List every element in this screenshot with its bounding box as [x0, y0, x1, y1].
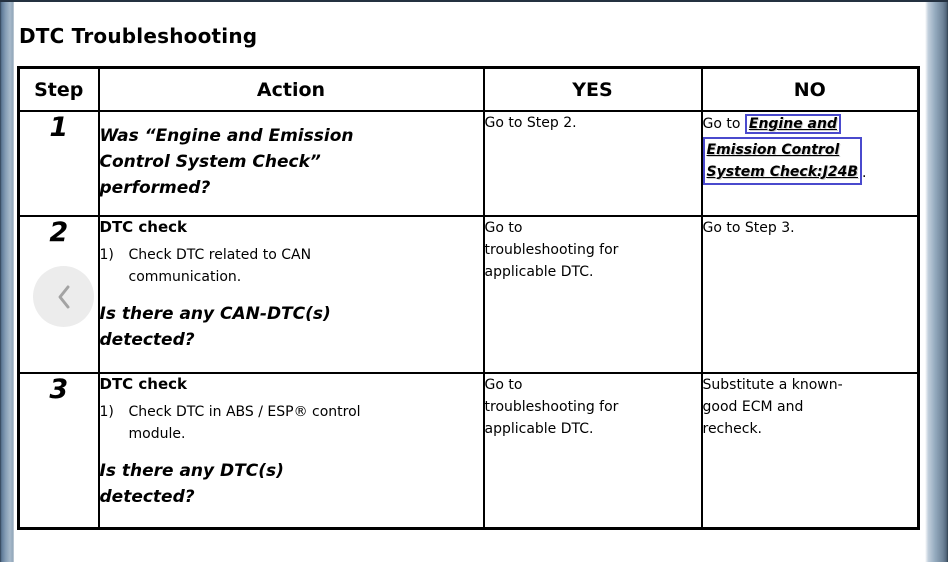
step-cell: 1: [17, 110, 100, 217]
engine-emission-check-link[interactable]: Engine and: [744, 114, 841, 134]
action-question: Is there any DTC(s) detected?: [99, 461, 284, 507]
list-marker: 1): [99, 404, 114, 420]
previous-page-button[interactable]: [33, 266, 94, 327]
left-page-edge-bar: [0, 2, 14, 562]
action-step-item: 1) Check DTC in ABS / ESP® control modul…: [99, 401, 482, 445]
column-header-no: NO: [700, 66, 920, 112]
dtc-troubleshooting-table: Step Action YES NO 1 Was “Engine and Emi…: [17, 66, 920, 530]
list-marker: 1): [99, 247, 114, 263]
no-text-prefix: Go to: [702, 116, 745, 132]
action-title: DTC check: [99, 218, 188, 236]
column-header-yes: YES: [482, 66, 703, 112]
action-step-item: 1) Check DTC related to CAN communicatio…: [99, 244, 482, 288]
no-cell: Go to Engine and Emission Control System…: [700, 110, 920, 217]
engine-emission-check-link[interactable]: Emission Control System Check:J24B: [703, 137, 862, 185]
action-cell: DTC check 1) Check DTC related to CAN co…: [97, 215, 485, 374]
table-row: 3 DTC check 1) Check DTC in ABS / ESP® c…: [17, 372, 920, 529]
action-title: DTC check: [99, 375, 188, 393]
action-question: Was “Engine and Emission Control System …: [99, 126, 354, 198]
column-header-step: Step: [17, 66, 100, 112]
yes-cell: Go to Step 2.: [482, 110, 703, 217]
step-cell: 3: [17, 372, 100, 529]
chevron-left-icon: [53, 282, 75, 312]
no-cell: Go to Step 3.: [700, 215, 920, 374]
table-header-row: Step Action YES NO: [17, 66, 920, 112]
action-cell: DTC check 1) Check DTC in ABS / ESP® con…: [97, 372, 485, 529]
right-page-edge-bar: [925, 2, 948, 562]
action-question: Is there any CAN-DTC(s) detected?: [99, 304, 331, 350]
table-row: 1 Was “Engine and Emission Control Syste…: [17, 110, 920, 217]
window-top-edge: [0, 0, 948, 2]
no-cell: Substitute a known- good ECM and recheck…: [700, 372, 920, 529]
column-header-action: Action: [97, 66, 485, 112]
yes-cell: Go to troubleshooting for applicable DTC…: [482, 372, 703, 529]
no-text-suffix: .: [862, 165, 867, 181]
table-row: 2 DTC check 1) Check DTC related to CAN …: [17, 215, 920, 374]
action-cell: Was “Engine and Emission Control System …: [97, 110, 485, 217]
yes-cell: Go to troubleshooting for applicable DTC…: [482, 215, 703, 374]
page-title: DTC Troubleshooting: [19, 24, 258, 48]
